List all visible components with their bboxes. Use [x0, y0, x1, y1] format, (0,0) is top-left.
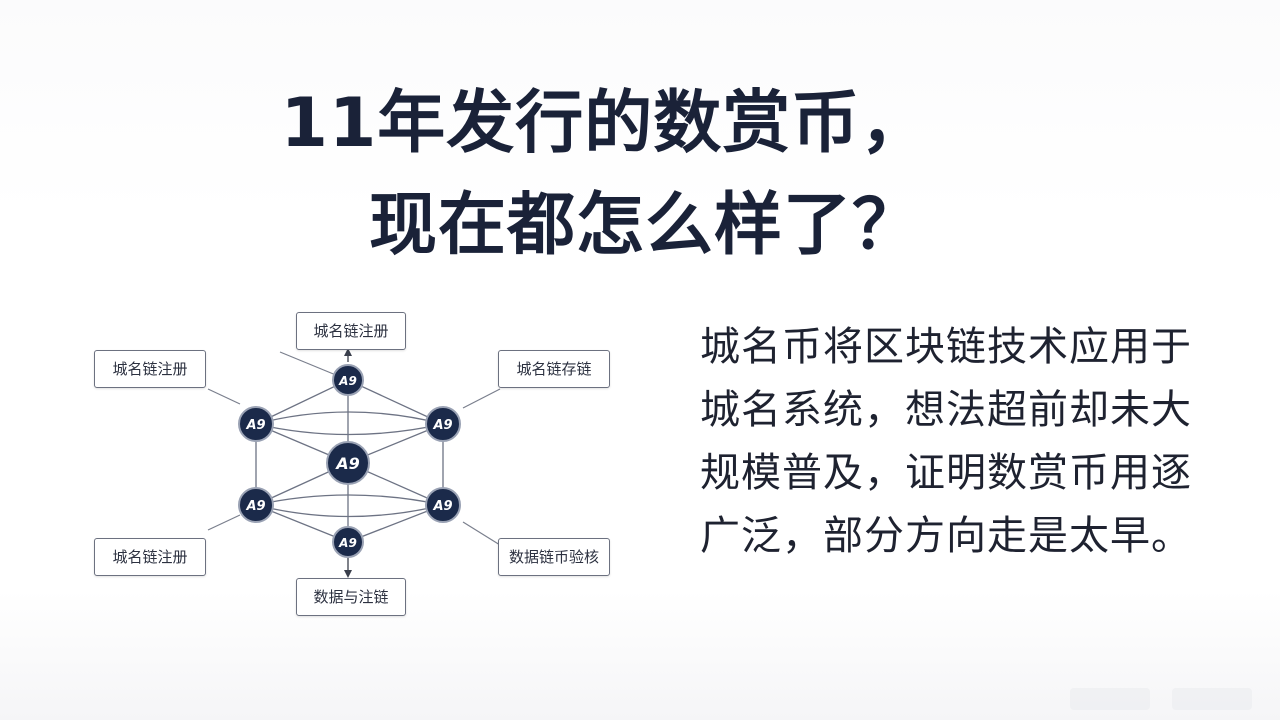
- node-bottom: A9: [332, 526, 364, 558]
- body-line-2: 城名系统，想法超前却未大: [700, 387, 1192, 433]
- node-glyph: A9: [338, 536, 357, 550]
- page-title-line-2: 现在都怎么样了？: [368, 186, 921, 265]
- label-box-top: 城名链注册: [296, 312, 406, 350]
- node-glyph: A9: [245, 418, 265, 433]
- connector-top-right: [462, 388, 501, 409]
- node-glyph: A9: [334, 454, 360, 473]
- watermark-block-2: [1172, 688, 1252, 710]
- body-paragraph: 城名币将区块链技术应用于 城名系统，想法超前却未大 规模普及，证明数赏币用逐 广…: [700, 316, 1220, 568]
- label-box-bottom-left: 城名链注册: [94, 538, 206, 576]
- node-glyph: A9: [432, 499, 452, 514]
- label-box-bottom: 数据与注链: [296, 578, 406, 616]
- page-title-line-1: 11年发行的数赏币，: [280, 84, 930, 163]
- connector-bottom-left: [207, 514, 241, 531]
- network-diagram-svg: A9 A9 A9 A9 A9 A9 A9: [207, 348, 501, 578]
- label-box-top-left: 城名链注册: [94, 350, 206, 388]
- node-upper-right: A9: [425, 406, 461, 442]
- body-line-3: 规模普及，证明数赏币用逐: [700, 450, 1192, 496]
- body-line-4: 广泛，部分方向走是太早。: [700, 513, 1192, 559]
- watermark-block-1: [1070, 688, 1150, 710]
- node-lower-right: A9: [425, 487, 461, 523]
- node-glyph: A9: [338, 374, 357, 388]
- node-glyph: A9: [245, 499, 265, 514]
- network-diagram: A9 A9 A9 A9 A9 A9 A9 城名链注册 城名链注册 城名链存链 城…: [70, 300, 630, 630]
- label-box-top-right: 城名链存链: [498, 350, 610, 388]
- node-upper-left: A9: [238, 406, 274, 442]
- node-center: A9: [326, 441, 370, 485]
- node-glyph: A9: [432, 418, 452, 433]
- connector-bottom-right: [462, 521, 501, 546]
- connector-top-left: [207, 388, 241, 405]
- node-lower-left: A9: [238, 487, 274, 523]
- body-line-1: 城名币将区块链技术应用于: [700, 324, 1192, 370]
- label-box-bottom-right: 数据链币验核: [498, 538, 610, 576]
- node-top: A9: [332, 364, 364, 396]
